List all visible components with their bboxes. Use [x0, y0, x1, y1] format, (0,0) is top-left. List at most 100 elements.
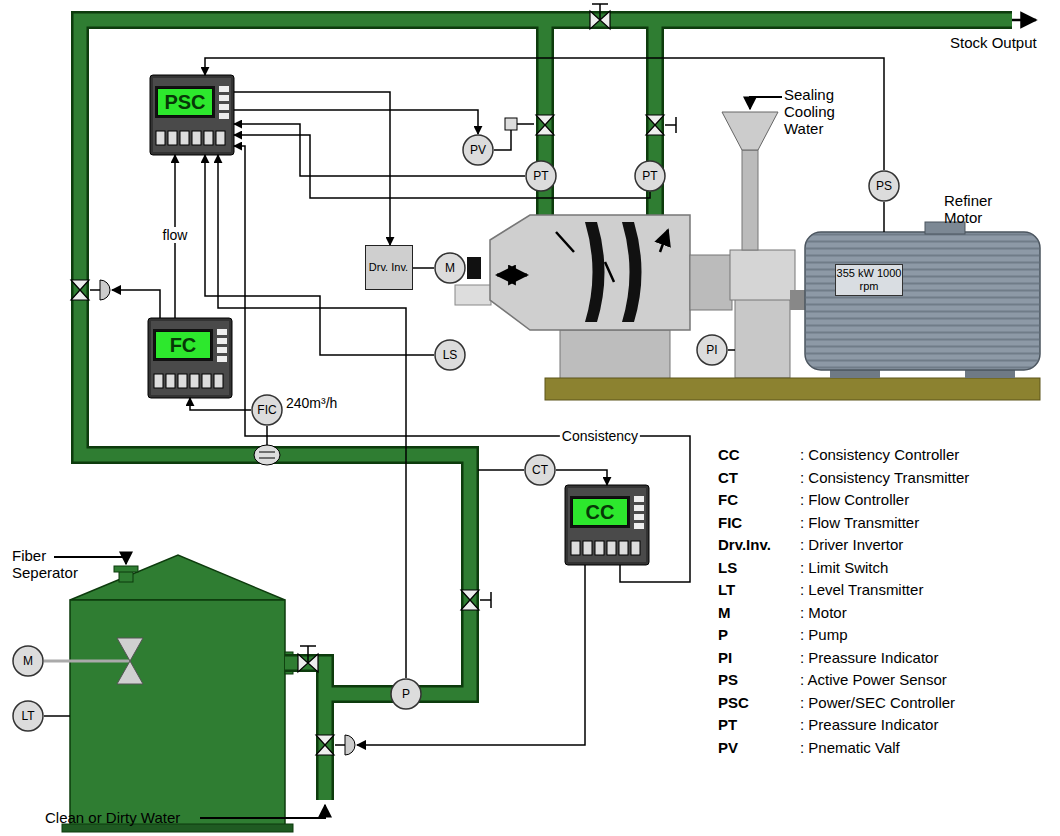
node-label: LS [443, 348, 458, 362]
power-sec-controller: PSC [150, 75, 234, 155]
outlet-valve [665, 117, 676, 133]
refiner [556, 230, 668, 282]
signal-line [234, 135, 650, 198]
legend-abbreviation: LT [718, 581, 735, 598]
refiner-motor [805, 232, 1040, 370]
instrument-bubble: LT [12, 700, 44, 732]
dilution-valve [345, 735, 355, 755]
stream-label: Stock Output [950, 34, 1037, 51]
legend-abbreviation: PT [718, 716, 737, 733]
controller-body [565, 485, 649, 565]
refiner [455, 285, 491, 305]
pump-bubble: P [390, 678, 422, 710]
seal-housing [790, 290, 805, 310]
legend-abbreviation: LS [718, 559, 737, 576]
seal-housing [722, 112, 778, 150]
legend-abbreviation: Drv.Inv. [718, 536, 771, 553]
bubble-outline [252, 395, 282, 425]
fiber-inlet-arrow [54, 557, 126, 564]
node-label: FIC [257, 403, 276, 417]
instrument-bubble: PV [462, 134, 494, 166]
node-label: 355 kW 1000 rpm [836, 267, 902, 293]
node-label: M [445, 261, 455, 275]
node-label: PT [642, 169, 657, 183]
node-label: PT [533, 169, 548, 183]
sample-line [478, 469, 524, 471]
flow-control-valve [100, 280, 110, 300]
node-label: PSC [157, 88, 213, 116]
legend-meaning: : Preassure Indicator [800, 649, 938, 666]
signal-line [234, 92, 390, 245]
refiner-motor [883, 202, 885, 232]
stock-tank [70, 600, 285, 828]
dilution-valve [335, 744, 345, 746]
refiner-motor [545, 202, 1040, 400]
bubble-outline [463, 135, 493, 165]
tank-outlet-valve [298, 646, 318, 672]
seal-housing [735, 290, 790, 378]
node-label: CT [532, 463, 548, 477]
bubble-outline [697, 335, 727, 365]
signal-line [234, 124, 525, 176]
bubble-outline [391, 679, 421, 709]
legend-abbreviation: CC [718, 446, 740, 463]
part-name: Refiner Motor [944, 192, 1016, 226]
bubble-outline [869, 171, 899, 201]
instrument-bubble: PT [634, 160, 666, 192]
tank-outlet-valve [300, 646, 316, 663]
discharge-valve [480, 592, 491, 608]
stream-label: Fiber Seperator [12, 547, 92, 581]
stock-tank [70, 555, 285, 600]
signal-line [218, 155, 406, 678]
signal-line [205, 58, 884, 170]
legend-meaning: : Preassure Indicator [800, 716, 938, 733]
bubble-outline [13, 701, 43, 731]
motor-bubble: M [12, 645, 44, 677]
discharge-valve [461, 590, 491, 610]
refiner-motor [545, 378, 1040, 400]
consistency-controller: CC [565, 485, 649, 565]
pipe [80, 20, 1012, 800]
seal-housing [742, 150, 758, 250]
signal-line [556, 470, 607, 485]
node-label: PV [470, 143, 486, 157]
flow-control-valve [90, 289, 100, 291]
stock-tank [62, 555, 293, 832]
three-way-valve [592, 4, 608, 20]
node-label: PS [876, 179, 892, 193]
signal-label: Consistency [560, 428, 640, 444]
node-label: CC [572, 498, 628, 526]
instrument-bubble: FIC [251, 394, 283, 426]
motor-nameplate: 355 kW 1000 rpm [835, 264, 903, 296]
outlet-valve [646, 115, 676, 135]
refiner [467, 257, 481, 279]
node-label: PI [706, 343, 717, 357]
legend-meaning: : Motor [800, 604, 847, 621]
instrument-bubble: PS [868, 170, 900, 202]
water-inlet-arrow [750, 97, 782, 109]
seal-housing [728, 349, 735, 351]
flow-meter [254, 445, 280, 465]
inlet-valve [505, 118, 517, 130]
node-label: Drv. Inv. [369, 261, 408, 274]
bubble-outline [435, 340, 465, 370]
signal-label: flow [161, 227, 190, 243]
legend-meaning: : Consistency Transmitter [800, 469, 969, 486]
legend-meaning: : Pump [800, 626, 848, 643]
legend-meaning: : Driver Invertor [800, 536, 903, 553]
refiner [497, 274, 527, 277]
discharge-valve [461, 590, 479, 610]
legend-abbreviation: PS [718, 671, 738, 688]
legend-abbreviation: FIC [718, 514, 742, 531]
refiner [455, 215, 690, 380]
controller-body [148, 318, 232, 398]
instrument-bubble: CT [524, 454, 556, 486]
seal-housing [690, 112, 805, 378]
legend-abbreviation: M [718, 604, 731, 621]
legend-meaning: : Limit Switch [800, 559, 888, 576]
flow-control-valve [71, 280, 160, 318]
flow-control-valve [71, 280, 89, 300]
legend-meaning: : Flow Controller [800, 491, 909, 508]
